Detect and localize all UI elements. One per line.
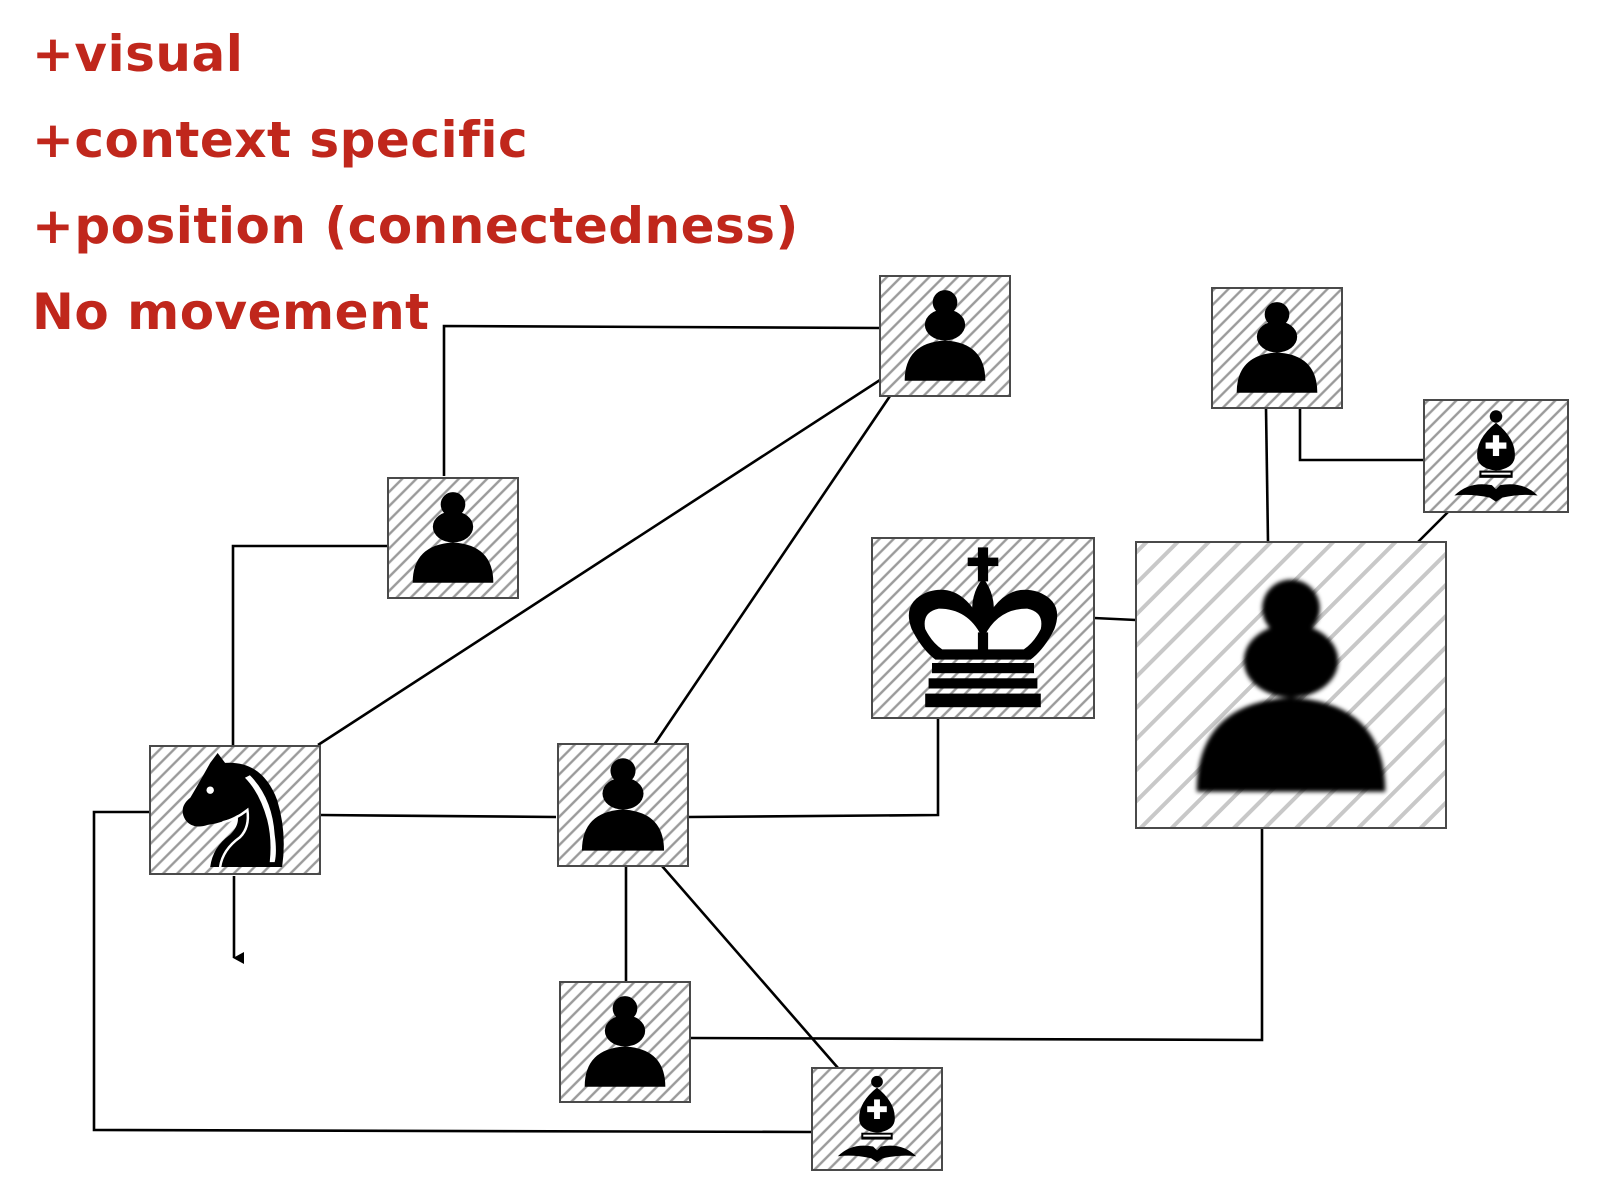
annotation-list: +visual +context specific +position (con… bbox=[32, 22, 799, 366]
connector-knight-to-pawn-middle bbox=[319, 813, 557, 819]
connector-pawn-large-right-to-bishop-top-right bbox=[1417, 511, 1449, 543]
pawn-large-right-tile bbox=[1135, 541, 1447, 829]
pawn-upper-left-tile bbox=[387, 477, 519, 599]
pawn-middle-tile bbox=[557, 743, 689, 867]
pawn-top-center-tile bbox=[879, 275, 1011, 397]
connector-knight-to-pawn-top-center bbox=[317, 378, 881, 747]
connector-pawn-middle-to-king bbox=[687, 718, 940, 819]
connector-knight-to-bishop-bottom bbox=[92, 810, 813, 1134]
connector-pawn-top-right-to-bishop-top-right bbox=[1298, 408, 1424, 462]
pawn-bottom-tile bbox=[559, 981, 691, 1103]
king-center-tile bbox=[871, 537, 1095, 719]
connector-knight-to-pawn-upper-left bbox=[231, 544, 388, 745]
connector-pawn-large-right-to-pawn-top-right bbox=[1264, 407, 1270, 543]
knight-left-tile bbox=[149, 745, 321, 875]
connector-king-to-pawn-large-right bbox=[1093, 616, 1137, 622]
pawn-top-right-tile bbox=[1211, 287, 1343, 409]
annotation-visual: +visual bbox=[32, 25, 244, 83]
annotation-position: +position (connectedness) bbox=[32, 197, 799, 255]
connector-pawn-middle-to-pawn-top-center bbox=[652, 395, 892, 746]
connector-group bbox=[92, 324, 1449, 1134]
connector-pawn-bottom-to-pawn-large-right bbox=[689, 828, 1264, 1042]
bishop-bottom-tile bbox=[811, 1067, 943, 1171]
connector-pawn-upper-left-to-pawn-top-center bbox=[442, 324, 881, 476]
connector-pawn-middle-to-bishop-bottom bbox=[661, 865, 839, 1069]
annotation-context-specific: +context specific bbox=[32, 111, 529, 169]
annotation-no-movement: No movement bbox=[32, 283, 430, 341]
bishop-top-right-tile bbox=[1423, 399, 1569, 513]
